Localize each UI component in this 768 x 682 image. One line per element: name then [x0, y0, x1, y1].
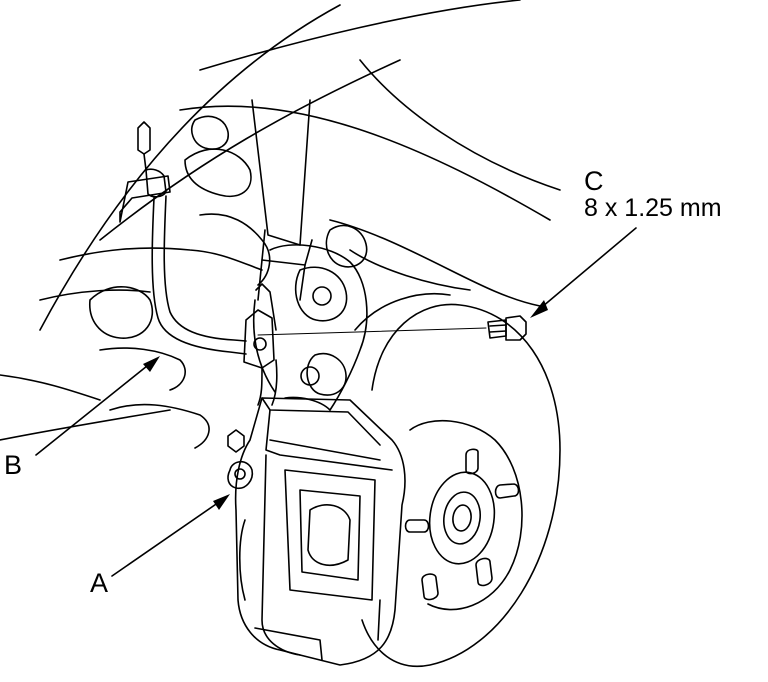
callout-label-c: C: [584, 166, 604, 196]
leader-line-c: [535, 227, 637, 313]
brake-hose: [119, 121, 278, 406]
callout-c-bolt-spec: 8 x 1.25 mm: [584, 194, 722, 222]
brake-caliper: [234, 397, 406, 666]
callout-label-a: A: [90, 568, 109, 598]
arrowhead-c: [530, 300, 548, 318]
leader-lines: [35, 227, 637, 577]
knuckle: [252, 244, 368, 411]
leader-line-b: [35, 361, 153, 456]
callout-label-b: B: [4, 450, 23, 480]
body-contours: [0, 0, 561, 449]
arrowhead-b: [143, 356, 160, 372]
wheel-studs: [404, 448, 520, 601]
arrowheads: [143, 300, 548, 510]
arrowhead-a: [213, 494, 230, 510]
caliper-hardware: [227, 429, 254, 490]
brake-disc: [354, 292, 561, 668]
bolt-alignment-line: [257, 327, 487, 336]
leader-line-a: [111, 499, 223, 577]
strut: [251, 99, 313, 301]
bolt-c: [487, 315, 527, 341]
